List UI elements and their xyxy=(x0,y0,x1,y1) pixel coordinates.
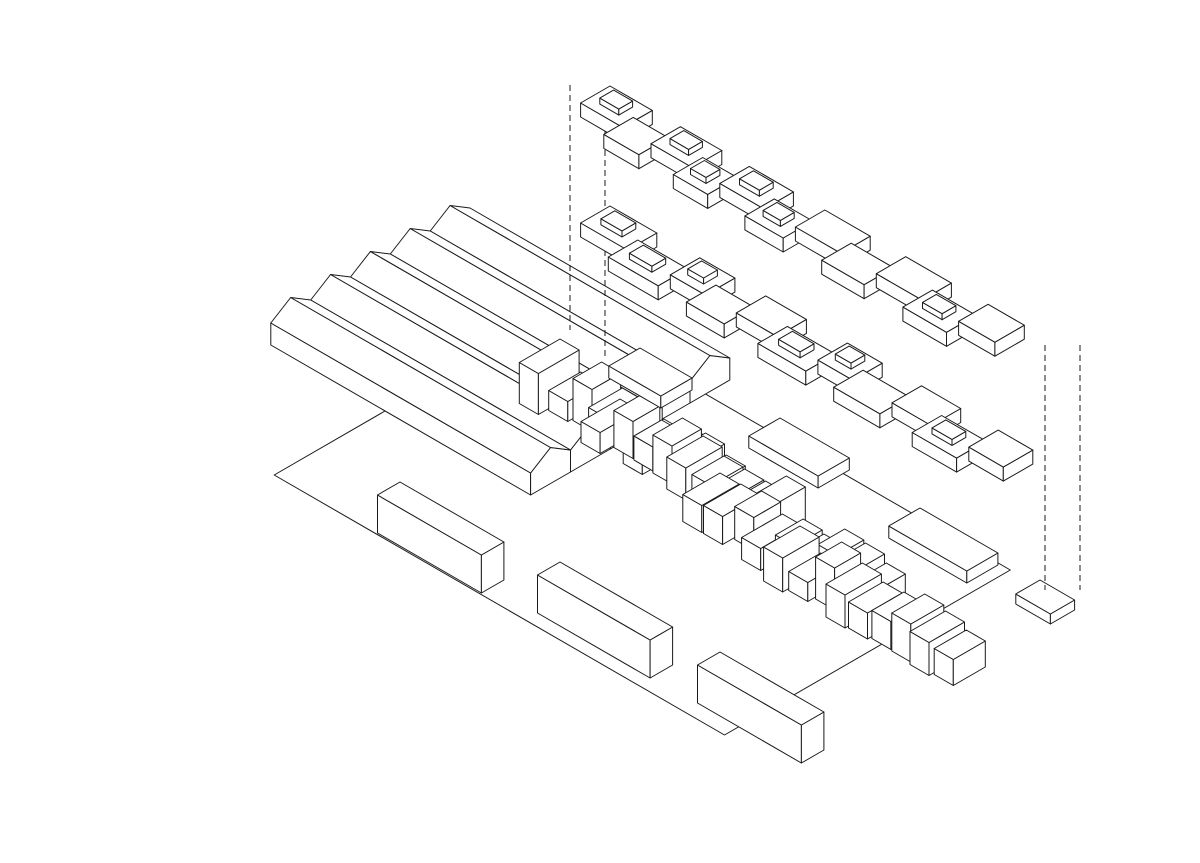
warehouse-shed-1-roof-back xyxy=(449,205,731,359)
upper-plan-tier-top-notch-top-face xyxy=(690,160,721,178)
projection-guide-lines xyxy=(569,85,1081,590)
plaza-pavilion-4 xyxy=(1015,579,1076,625)
plaza-pavilion-2-top-face xyxy=(748,417,850,477)
upper-plan-tier-middle-notch-top-face xyxy=(628,244,667,267)
upper-plan-tier-middle-notch-top-face xyxy=(600,210,637,232)
plaza-pavilion-1-top-face xyxy=(608,347,693,397)
plaza-pavilion-3 xyxy=(888,507,999,584)
rowhouse-2-5-top-face xyxy=(666,435,723,469)
upper-plan-tier-middle-notch xyxy=(931,419,967,446)
warehouse-shed-5-roof-back xyxy=(290,297,571,451)
front-bar-block-b xyxy=(537,561,674,679)
plaza-pavilion-2 xyxy=(748,417,850,489)
upper-plan-tier-middle-notch xyxy=(687,260,718,285)
rowhouse-4-7-top-face xyxy=(891,593,945,625)
upper-plan-tier-top-notch-top-face xyxy=(599,89,634,110)
plaza-elements xyxy=(608,347,1076,625)
rowhouse-4-8-top-face xyxy=(909,610,965,643)
front-bar-block-c-top-face xyxy=(697,651,825,726)
upper-plan-tier-top-notch xyxy=(690,160,721,184)
upper-plan-tier-middle-segment-top-face xyxy=(833,369,910,415)
upper-plan-tier-middle-segment-top-face xyxy=(968,429,1034,468)
rowhouse-2-2 xyxy=(613,394,661,459)
rowhouse-1-1-top-face xyxy=(518,338,580,374)
upper-plan-tier-top xyxy=(580,85,1025,357)
rowhouse-4-3-top-face xyxy=(815,541,862,569)
rowhouse-4-1-top-face xyxy=(763,525,820,559)
rowhouse-4-9-top-face xyxy=(933,629,986,660)
rowhouse-3-4-top-face xyxy=(741,513,802,549)
upper-plan-tier-middle-notch-top-face xyxy=(778,330,815,353)
plaza-pavilion-4-top-face xyxy=(1015,579,1076,615)
warehouse-shed-5 xyxy=(270,297,571,496)
upper-plan-tier-middle-notch-top-face xyxy=(687,260,718,279)
rowhouse-3-3-top-face xyxy=(734,490,782,518)
front-bar-block-c xyxy=(697,651,825,764)
upper-plan-tier-middle-notch xyxy=(778,330,815,359)
upper-plan-tier-top-notch xyxy=(762,201,795,227)
upper-plan-tier-top-notch-top-face xyxy=(739,170,774,191)
front-bar-block-b-top-face xyxy=(537,561,674,641)
upper-plan-tier-middle xyxy=(580,205,1034,482)
upper-plan-tier-top-notch xyxy=(599,89,634,116)
upper-plan-tier-top-notch xyxy=(669,130,703,156)
floating-plan-tiers xyxy=(580,85,1034,482)
upper-plan-tier-middle-notch xyxy=(628,244,667,273)
upper-plan-tier-middle-notch xyxy=(834,345,866,370)
plaza-pavilion-3-top-face xyxy=(888,507,999,572)
plaza-pavilion-1 xyxy=(608,347,693,409)
upper-plan-tier-top-segment xyxy=(958,303,1025,357)
upper-plan-tier-top-notch xyxy=(922,293,957,321)
upper-plan-tier-middle-notch xyxy=(600,210,637,238)
rowhouse-4-9 xyxy=(933,629,986,686)
upper-plan-tier-middle-notch-top-face xyxy=(834,345,866,364)
rowhouse-3-1-top-face xyxy=(682,472,740,506)
upper-plan-tier-top-notch-top-face xyxy=(669,130,703,150)
upper-plan-tier-top-notch-top-face xyxy=(762,201,795,221)
upper-plan-tier-top-segment-top-face xyxy=(958,303,1025,343)
upper-plan-tier-middle-notch-top-face xyxy=(931,419,967,440)
front-bar-block-a-top-face xyxy=(377,481,505,556)
upper-plan-tier-top-segment-top-face xyxy=(821,242,895,286)
rowhouse-3-2-top-face xyxy=(703,483,761,517)
upper-plan-tier-top-notch-top-face xyxy=(922,293,957,315)
rowhouse-2-4-top-face xyxy=(652,417,702,447)
front-bar-block-a xyxy=(377,481,505,594)
rowhouse-4-5-top-face xyxy=(848,581,903,614)
upper-plan-tier-middle-segment xyxy=(968,429,1034,482)
rowhouse-4-4-top-face xyxy=(825,562,882,596)
upper-plan-tier-top-notch xyxy=(739,170,774,197)
